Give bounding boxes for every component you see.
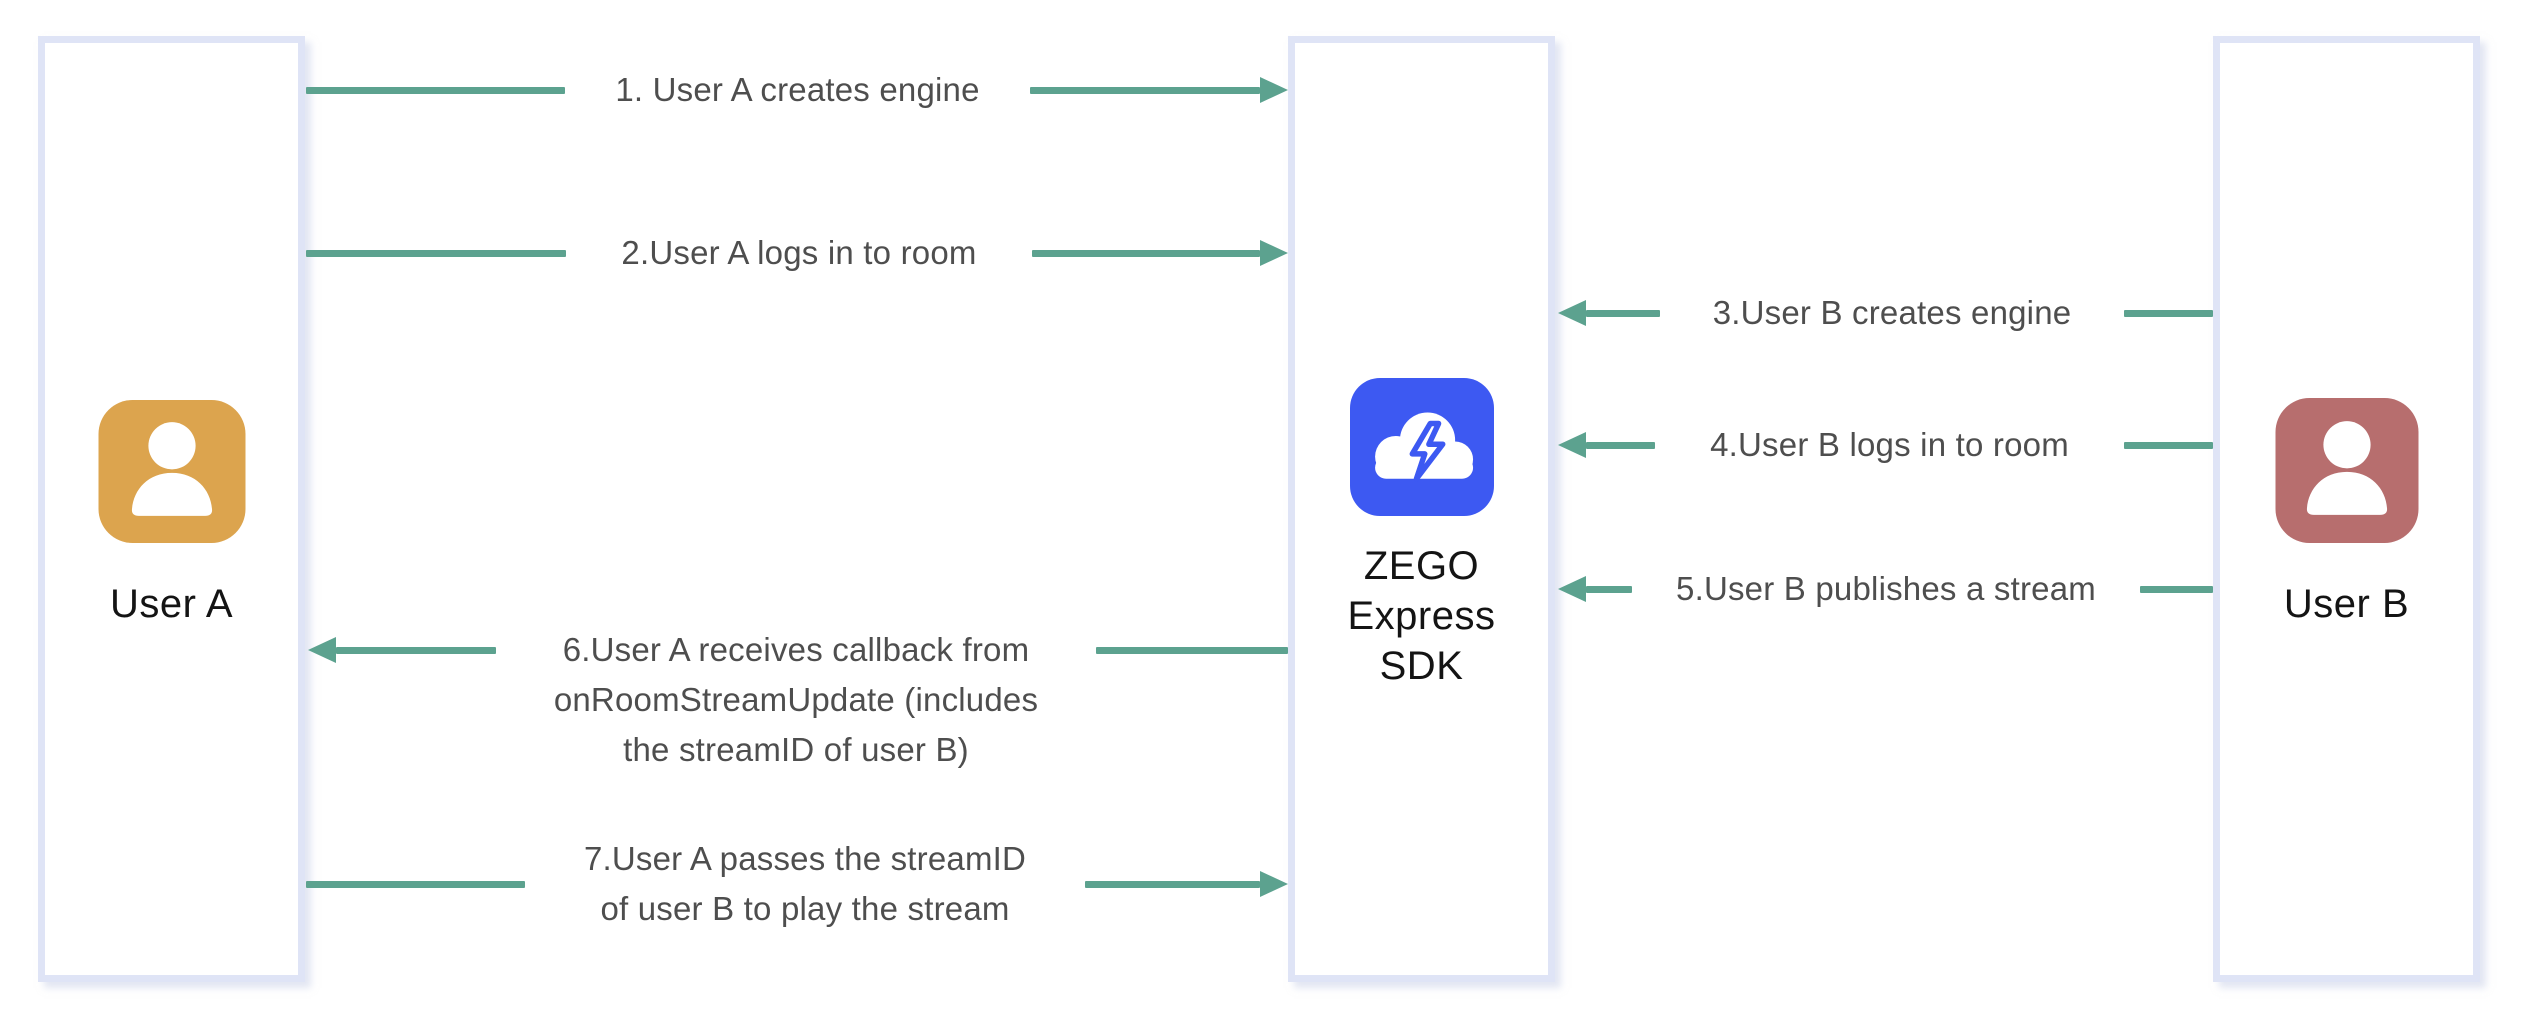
arrow-3-line-right (2124, 310, 2213, 317)
arrow-4-label: 4.User B logs in to room (1710, 426, 2069, 463)
arrow-4-line-left (1586, 442, 1655, 449)
arrow-4-line-right (2124, 442, 2213, 449)
actor-box-zego-sdk: ZEGO Express SDK (1288, 36, 1555, 982)
arrow-6-label-line-3: the streamID of user B) (623, 731, 969, 768)
arrow-6-label-line-1: 6.User A receives callback from (562, 631, 1030, 668)
arrow-1-line-right (1030, 87, 1260, 94)
sdk-label-line-3: SDK (1379, 644, 1464, 688)
arrow-5-line-left (1586, 586, 1632, 593)
actor-label-user-a: User A (109, 582, 234, 626)
cloud-lightning-icon (1349, 378, 1494, 516)
actor-box-user-a: User A (38, 36, 305, 982)
actor-box-user-b: User B (2213, 36, 2480, 982)
arrow-2-label: 2.User A logs in to room (621, 234, 977, 271)
arrow-head-icon (1558, 576, 1586, 602)
arrow-head-icon (1260, 77, 1288, 103)
arrow-head-icon (1260, 871, 1288, 897)
arrow-head-icon (1558, 300, 1586, 326)
arrow-6-label-line-2: onRoomStreamUpdate (includes (553, 681, 1039, 718)
arrow-2-line-right (1032, 250, 1260, 257)
person-icon (98, 400, 245, 543)
arrow-head-icon (1260, 240, 1288, 266)
arrow-head-icon (308, 637, 336, 663)
arrow-1-label: 1. User A creates engine (615, 71, 980, 108)
actor-label-user-b: User B (2283, 582, 2410, 626)
arrow-3-label: 3.User B creates engine (1712, 294, 2072, 331)
person-icon (2275, 398, 2418, 543)
arrow-6-line-left (336, 647, 496, 654)
arrow-7-label-line-2: of user B to play the stream (600, 890, 1010, 927)
arrow-7-label: 7.User A passes the streamID of user B t… (525, 834, 1085, 934)
arrow-1-line-left (306, 87, 565, 94)
arrow-head-icon (1558, 432, 1586, 458)
arrow-3-line-left (1586, 310, 1660, 317)
sdk-label-line-1: ZEGO (1363, 544, 1480, 588)
arrow-7-line-left (306, 881, 525, 888)
arrow-5-line-right (2140, 586, 2213, 593)
arrow-6-line-right (1096, 647, 1288, 654)
actor-label-zego-sdk: ZEGO Express SDK (1295, 541, 1548, 691)
arrow-5-label: 5.User B publishes a stream (1676, 570, 2096, 607)
sdk-label-line-2: Express (1347, 594, 1496, 638)
arrow-7-line-right (1085, 881, 1260, 888)
arrow-7-label-line-1: 7.User A passes the streamID (583, 840, 1027, 877)
arrow-6-label: 6.User A receives callback from onRoomSt… (496, 625, 1096, 775)
arrow-2-line-left (306, 250, 566, 257)
